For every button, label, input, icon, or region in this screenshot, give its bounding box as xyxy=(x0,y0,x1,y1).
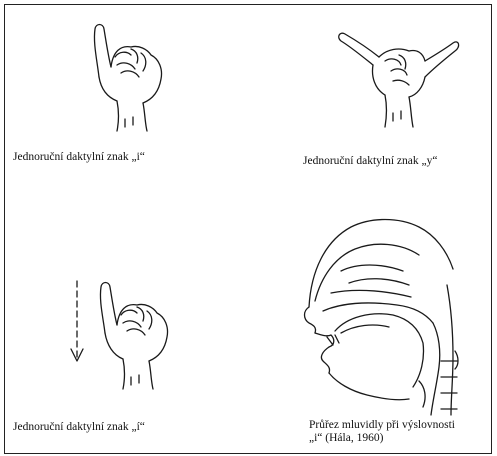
caption-sign-long-i: Jednoruční daktylní znak „í“ xyxy=(13,421,145,434)
caption-vocal-tract-line2: „i“ (Hála, 1960) xyxy=(309,432,479,445)
page-frame: Jednoruční daktylní znak „i“ Jednoruční … xyxy=(4,4,492,454)
hand-sign-i-icon xyxy=(81,15,171,135)
hand-sign-long-i-icon xyxy=(65,275,175,395)
hand-sign-y-icon xyxy=(333,17,463,133)
caption-vocal-tract: Průřez mluvidly při výslovnosti „i“ (Hál… xyxy=(309,419,479,445)
caption-sign-i: Jednoruční daktylní znak „i“ xyxy=(13,151,145,164)
vocal-tract-cross-section-icon xyxy=(301,211,471,417)
caption-sign-y: Jednoruční daktylní znak „y“ xyxy=(303,155,437,168)
caption-vocal-tract-line1: Průřez mluvidly při výslovnosti xyxy=(309,419,479,432)
